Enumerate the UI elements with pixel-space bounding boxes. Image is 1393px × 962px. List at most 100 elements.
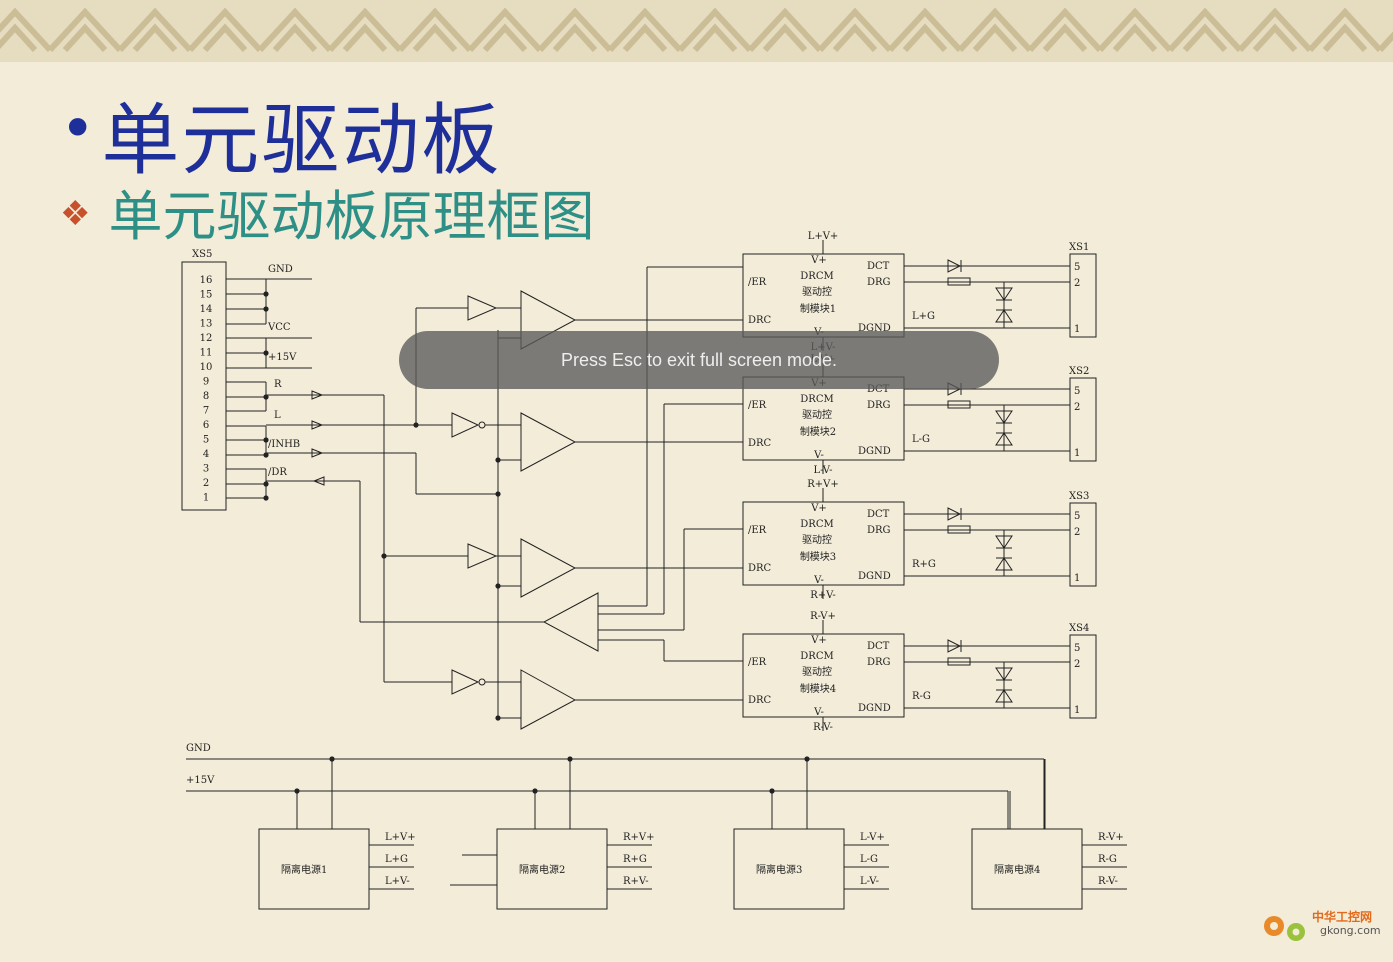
junction-dot bbox=[413, 422, 419, 428]
resistor-icon bbox=[947, 277, 971, 286]
module-vminus: V- bbox=[813, 575, 824, 586]
connector-label: XS1 bbox=[1069, 242, 1089, 253]
module-vminus: V- bbox=[813, 707, 824, 718]
slide-title: •单元驱动板 bbox=[60, 78, 501, 190]
supply-out-vplus: R-V+ bbox=[1098, 832, 1124, 843]
connector-pin-1: 1 bbox=[1074, 705, 1080, 716]
gear-icon bbox=[1264, 916, 1305, 941]
isolated-supply-4: 隔离电源4 R-V+ R-G R-V- bbox=[971, 759, 1127, 910]
xs5-gnd-label: GND bbox=[268, 264, 293, 275]
connector-pin-2: 2 bbox=[1074, 278, 1080, 289]
feedback-amp bbox=[542, 592, 599, 652]
connector-pin-2: 2 bbox=[1074, 659, 1080, 670]
inverter-1 bbox=[451, 412, 480, 438]
junction-dot bbox=[495, 715, 501, 721]
title-bullet: • bbox=[60, 94, 98, 164]
diode-icon bbox=[947, 507, 962, 521]
module-supply-bottom: R+V- bbox=[810, 590, 836, 601]
buffer-2 bbox=[467, 543, 498, 569]
junction-dot bbox=[495, 457, 501, 463]
xs5-pin-13: 13 bbox=[200, 319, 213, 330]
module-name-drcm: DRCM bbox=[800, 519, 833, 530]
junction-dot bbox=[769, 788, 775, 794]
module-supply-bottom: L-V- bbox=[814, 465, 833, 476]
xs5-dr-label: /DR bbox=[268, 467, 287, 478]
module-supply-top: L+V+ bbox=[808, 231, 839, 242]
module-supply-top: R-V+ bbox=[810, 611, 836, 622]
module-name-drcm: DRCM bbox=[800, 651, 833, 662]
driver-amp-2 bbox=[520, 412, 577, 472]
junction-dot bbox=[567, 756, 573, 762]
gkong-logo: 中华工控网 gkong.com bbox=[1258, 906, 1388, 950]
xs5-pin-14: 14 bbox=[200, 304, 213, 315]
junction-dot bbox=[263, 291, 269, 297]
module-gate-label: R+G bbox=[912, 559, 936, 570]
module-drg-pin: DRG bbox=[867, 525, 891, 536]
module-name-line3: 制模块1 bbox=[800, 302, 836, 315]
zener-icon bbox=[995, 309, 1013, 323]
junction-dot bbox=[263, 437, 269, 443]
buffer-1 bbox=[467, 295, 498, 321]
module-dct-pin: DCT bbox=[867, 641, 890, 652]
connector-label: XS4 bbox=[1069, 623, 1089, 634]
xs5-pin-12: 12 bbox=[200, 333, 213, 344]
supply-out-vplus: L+V+ bbox=[385, 832, 416, 843]
module-dgnd-pin: DGND bbox=[858, 703, 891, 714]
module-dct-pin: DCT bbox=[867, 261, 890, 272]
module-gate-label: L-G bbox=[912, 434, 930, 445]
supply-out-vminus: L+V- bbox=[385, 876, 410, 887]
zener-icon bbox=[995, 432, 1013, 446]
supply-out-gate: L-G bbox=[860, 854, 878, 865]
supply-out-gate: R-G bbox=[1098, 854, 1117, 865]
module-supply-top: R+V+ bbox=[807, 479, 839, 490]
module-name-line2: 驱动控 bbox=[802, 533, 832, 546]
connector-pin-5: 5 bbox=[1074, 386, 1080, 397]
logo-url: gkong.com bbox=[1320, 924, 1381, 937]
module-vplus: V+ bbox=[810, 255, 827, 266]
supply-label: 隔离电源4 bbox=[994, 863, 1040, 876]
module-er-pin: /ER bbox=[748, 525, 767, 536]
module-dct-pin: DCT bbox=[867, 509, 890, 520]
drive-module-4: R-V+V+DRCM驱动控制模块4/ERDRCDCTDRGDGNDV-R-V-R… bbox=[742, 611, 1097, 733]
drive-module-3: R+V+V+DRCM驱动控制模块3/ERDRCDCTDRGDGNDV-R+V-R… bbox=[742, 479, 1097, 601]
module-name-line2: 驱动控 bbox=[802, 665, 832, 678]
diamond-bullet-icon: ❖ bbox=[60, 194, 91, 234]
connector-pin-5: 5 bbox=[1074, 511, 1080, 522]
module-dct-pin: DCT bbox=[867, 384, 890, 395]
junction-dot bbox=[495, 583, 501, 589]
module-vplus: V+ bbox=[810, 635, 827, 646]
decorative-border bbox=[0, 0, 1393, 62]
xs5-pin-11: 11 bbox=[200, 348, 213, 359]
junction-dot bbox=[263, 306, 269, 312]
supply-out-vminus: R-V- bbox=[1098, 876, 1118, 887]
zener-icon bbox=[995, 557, 1013, 571]
module-name-line3: 制模块3 bbox=[800, 550, 836, 563]
zener-icon bbox=[995, 287, 1013, 301]
zener-icon bbox=[995, 667, 1013, 681]
xs5-inhb-label: /INHB bbox=[268, 439, 300, 450]
junction-dot bbox=[263, 394, 269, 400]
module-drg-pin: DRG bbox=[867, 277, 891, 288]
xs5-l-label: L bbox=[274, 410, 281, 421]
module-name-drcm: DRCM bbox=[800, 271, 833, 282]
module-supply-bottom: R-V- bbox=[813, 722, 833, 733]
module-er-pin: /ER bbox=[748, 400, 767, 411]
supply-label: 隔离电源1 bbox=[281, 863, 327, 876]
xs5-pin-6: 6 bbox=[203, 420, 209, 431]
xs5-pin-9: 9 bbox=[203, 377, 209, 388]
module-drc-pin: DRC bbox=[748, 438, 772, 449]
connector-pin-1: 1 bbox=[1074, 448, 1080, 459]
xs5-pin-10: 10 bbox=[200, 362, 213, 373]
connector-label: XS3 bbox=[1069, 491, 1089, 502]
fullscreen-toast: Press Esc to exit full screen mode. bbox=[399, 331, 999, 389]
connector-pin-2: 2 bbox=[1074, 527, 1080, 538]
subtitle-text: 单元驱动板原理框图 bbox=[108, 185, 595, 248]
supply-out-vminus: L-V- bbox=[860, 876, 879, 887]
module-drg-pin: DRG bbox=[867, 400, 891, 411]
xs5-r-label: R bbox=[274, 379, 282, 390]
module-dgnd-pin: DGND bbox=[858, 446, 891, 457]
module-name-line2: 驱动控 bbox=[802, 285, 832, 298]
module-gate-label: R-G bbox=[912, 691, 931, 702]
junction-dot bbox=[329, 756, 335, 762]
